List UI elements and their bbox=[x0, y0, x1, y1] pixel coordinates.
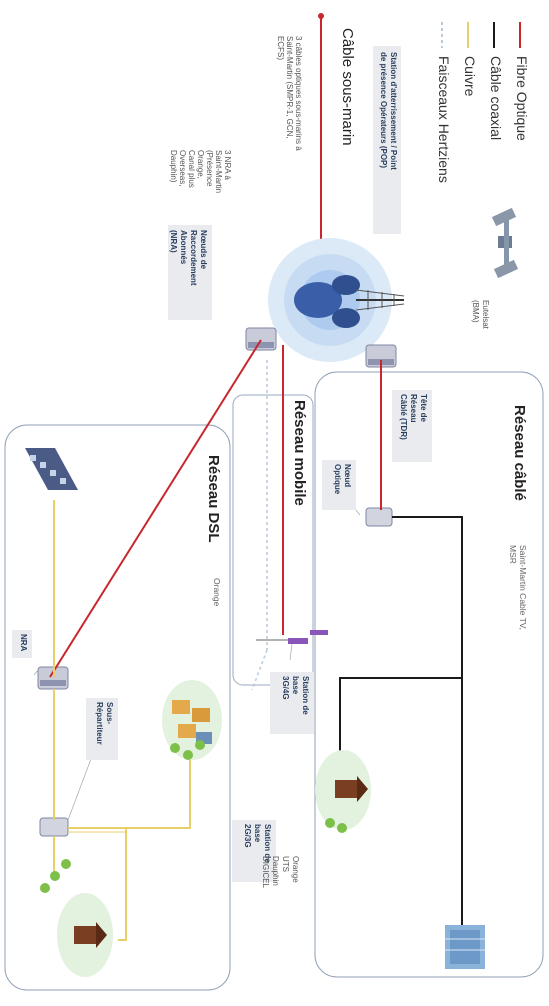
submarine-cable-note: 3 câbles optiques sous-marins à Saint-Ma… bbox=[276, 36, 303, 151]
noeud-label-box bbox=[322, 460, 356, 510]
dsl-network-subtitle: Orange bbox=[212, 578, 222, 607]
legend-label-cuivre: Cuivre bbox=[462, 56, 478, 97]
tree-icon bbox=[40, 883, 50, 893]
cable-network-title: Réseau câblé bbox=[511, 405, 528, 501]
mobile-operators: Orange UTS Dauphin DIGICEL bbox=[261, 856, 300, 889]
tdr-label-box bbox=[392, 390, 432, 462]
station1-label: Station de base 3G/4G bbox=[281, 676, 310, 715]
tree-icon bbox=[195, 740, 205, 750]
noeud-label: Nœud Optique bbox=[333, 464, 352, 495]
legend-label-coax: Câble coaxial bbox=[488, 56, 504, 141]
city-block-icon bbox=[25, 448, 78, 490]
switch-icon bbox=[365, 507, 393, 527]
switch-icon bbox=[39, 817, 69, 837]
switch-icon bbox=[245, 327, 277, 351]
coax-line bbox=[392, 516, 463, 935]
antenna-dish-icon bbox=[294, 282, 342, 318]
submarine-cable-title: Câble sous-marin bbox=[339, 28, 356, 146]
tree-icon bbox=[50, 871, 60, 881]
house-icon bbox=[74, 922, 107, 948]
tree-icon bbox=[183, 750, 193, 760]
landing-station bbox=[268, 238, 405, 362]
dsl-network-region bbox=[4, 424, 231, 991]
pop-label-box bbox=[373, 46, 401, 234]
station2-label-box bbox=[232, 820, 276, 882]
dsl-nra-label: NRA bbox=[19, 634, 28, 652]
hertz-line bbox=[251, 649, 268, 691]
nra-box-label: Nœuds de Raccordement Abonnés (NRA) bbox=[169, 230, 208, 286]
legend bbox=[441, 22, 521, 48]
fibre-line bbox=[49, 339, 262, 678]
legend-label-hertz: Faisceaux Hertziens bbox=[436, 56, 452, 183]
tree-icon bbox=[325, 818, 335, 828]
station1-label-box bbox=[270, 672, 314, 734]
building-icon bbox=[445, 925, 485, 969]
tree-icon bbox=[170, 743, 180, 753]
tower-icon bbox=[256, 630, 328, 644]
nra-label-box bbox=[168, 225, 212, 320]
sous-rep-label: Sous- Répartiteur bbox=[95, 702, 114, 745]
tree-icon bbox=[61, 859, 71, 869]
copper-line bbox=[68, 755, 191, 829]
coax-line bbox=[339, 677, 462, 760]
copper-line bbox=[68, 827, 127, 941]
cable-network-subtitle: Saint-Martin Cable TV, MSR bbox=[508, 545, 528, 631]
dsl-network-title: Réseau DSL bbox=[205, 455, 222, 543]
cable-network-region bbox=[314, 371, 544, 978]
house-icon bbox=[335, 776, 368, 802]
satellite-icon bbox=[491, 207, 519, 279]
mobile-network-title: Réseau mobile bbox=[291, 400, 308, 506]
dsl-nra-label-box bbox=[12, 630, 32, 658]
legend-label-fibre: Fibre Optique bbox=[514, 56, 530, 141]
city-block-icon bbox=[172, 700, 212, 744]
pop-label: Station d'atterrissement / Point de prés… bbox=[379, 52, 398, 170]
tdr-label: Tête de Réseau Câblé (TDR) bbox=[399, 394, 428, 440]
satellite-label: Eutelsat (BMA) bbox=[471, 300, 490, 329]
nra-note: 3 NRA à Saint-Martin (Présence Orange, C… bbox=[169, 150, 232, 194]
tower-icon bbox=[355, 289, 405, 311]
sous-rep-label-box bbox=[86, 698, 118, 760]
tree-icon bbox=[337, 823, 347, 833]
